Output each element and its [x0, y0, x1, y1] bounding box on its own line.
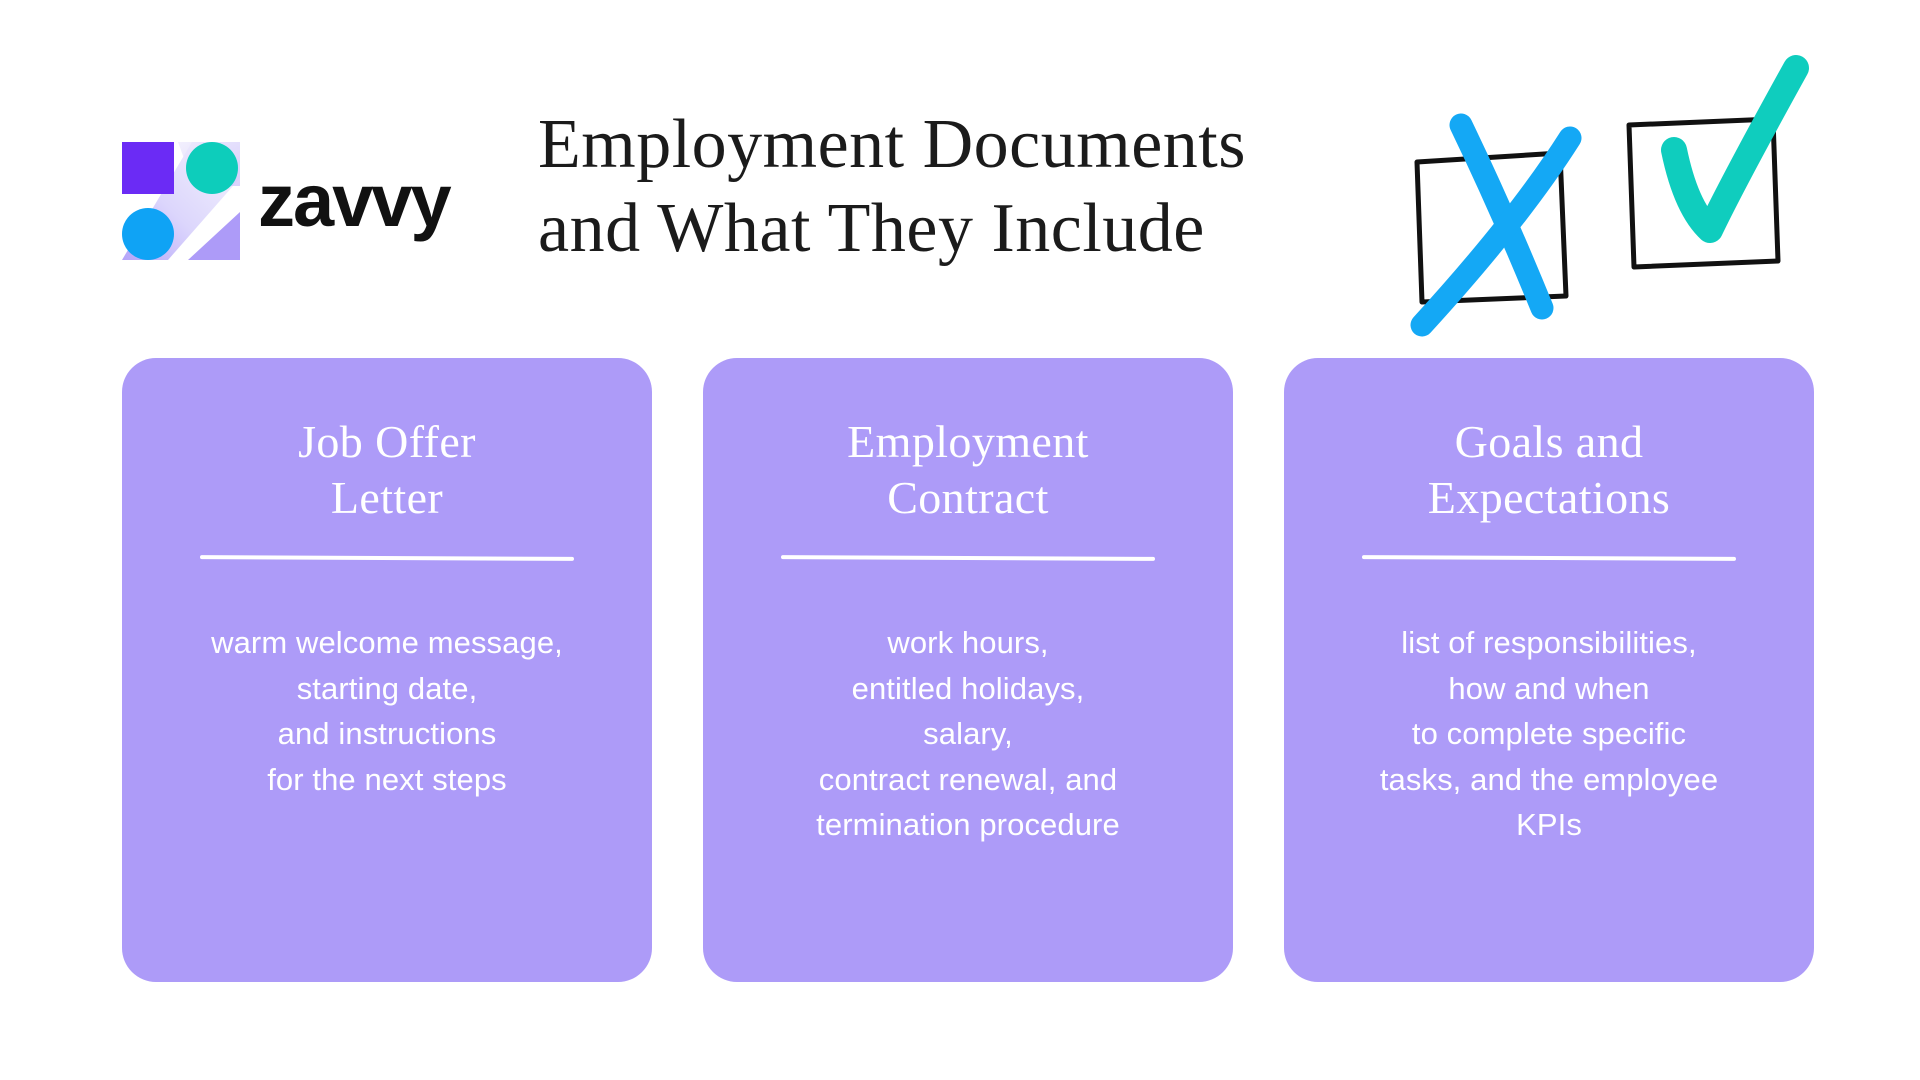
card-title-line-2: Expectations — [1427, 472, 1671, 524]
card-body: work hours, entitled holidays, salary, c… — [816, 625, 1120, 843]
brand-wordmark: zavvy — [258, 159, 452, 242]
card-body: list of responsibilities, how and when t… — [1379, 625, 1719, 843]
card-title-line-2: Contract — [887, 472, 1049, 524]
card-title-line-1: Job Offer — [298, 416, 476, 467]
card-title-line-1: Employment — [847, 416, 1089, 467]
card-title: Goals and Expectations — [1318, 414, 1780, 526]
card-title: Job Offer Letter — [156, 414, 618, 526]
card-body: warm welcome message, starting date, and… — [211, 625, 563, 797]
card-goals-and-expectations: Goals and Expectations list of responsib… — [1284, 358, 1814, 982]
checkbox-comparison-illustration — [1390, 40, 1850, 340]
page-title: Employment Documents and What They Inclu… — [538, 110, 1298, 264]
document-cards-row: Job Offer Letter warm welcome message, s… — [122, 358, 1814, 982]
card-title: Employment Contract — [737, 414, 1199, 526]
zavvy-z-logo-icon — [122, 142, 240, 260]
card-job-offer-letter: Job Offer Letter warm welcome message, s… — [122, 358, 652, 982]
card-divider — [1361, 555, 1737, 562]
page-title-line-2: and What They Include — [538, 190, 1205, 267]
card-title-line-1: Goals and — [1454, 416, 1644, 467]
header: zavvy Employment Documents and What They… — [0, 0, 1920, 350]
crossed-out-checkbox-icon — [1410, 113, 1582, 337]
card-divider — [199, 555, 575, 562]
card-title-line-2: Letter — [330, 472, 444, 524]
card-employment-contract: Employment Contract work hours, entitled… — [703, 358, 1233, 982]
card-divider — [780, 555, 1156, 562]
checked-checkbox-icon — [1626, 55, 1809, 270]
page-title-line-1: Employment Documents — [538, 106, 1246, 183]
